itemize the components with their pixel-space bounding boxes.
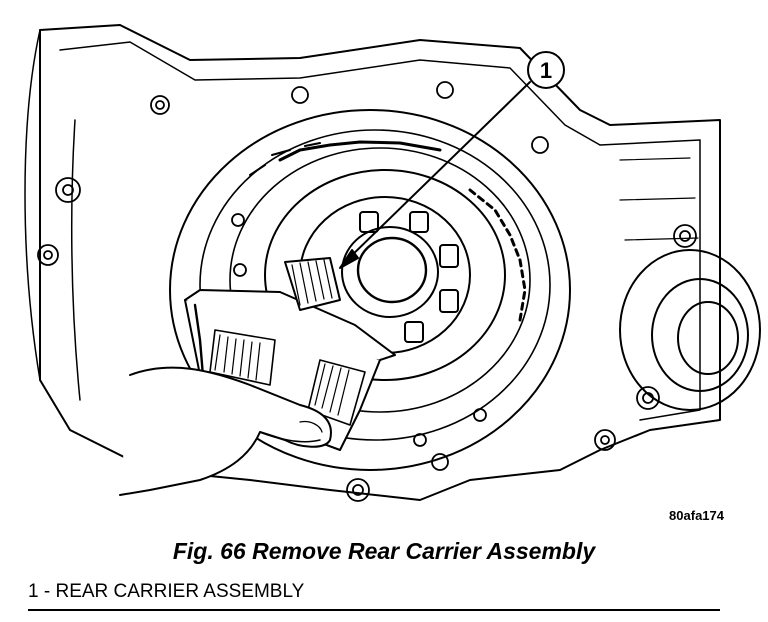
callout-arrowhead [339, 249, 359, 269]
legend-number: 1 [28, 581, 39, 602]
legend-item: 1 - REAR CARRIER ASSEMBLY [28, 581, 304, 603]
legend-label: REAR CARRIER ASSEMBLY [55, 581, 305, 602]
transmission-illustration: 1 [24, 24, 761, 502]
technician-hand [119, 366, 332, 496]
figure-reference-id: 80afa174 [669, 508, 724, 523]
figure-caption: Fig. 66 Remove Rear Carrier Assembly [172, 538, 596, 564]
callout-number: 1 [540, 58, 552, 83]
callout-leader-line [344, 81, 531, 263]
output-housing [619, 249, 761, 411]
clutch-pack [169, 109, 571, 471]
drum-hub [299, 196, 471, 354]
legend-separator: - [43, 581, 51, 602]
legend-underline [28, 609, 720, 611]
rear-carrier-assembly [184, 257, 396, 451]
callout-1: 1 [339, 51, 565, 269]
callout-circle [527, 51, 565, 89]
